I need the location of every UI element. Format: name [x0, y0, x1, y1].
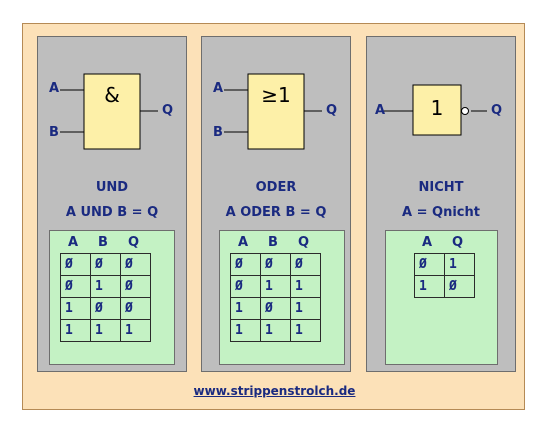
table-row: Ø Ø Ø [60, 253, 151, 276]
table-cell: 1 [230, 319, 261, 342]
table-row: 1 Ø [414, 275, 475, 298]
or-gate-panel: A B Q ≥1 ODER A ODER B = Q A B Q Ø Ø Ø Ø… [201, 36, 351, 372]
header-a: A [422, 235, 433, 250]
table-row: 1 1 1 [230, 319, 321, 342]
gate-name: NICHT [418, 180, 464, 195]
table-cell: Ø [90, 297, 121, 320]
output-q-label: Q [162, 103, 174, 118]
and-gate-symbol [60, 73, 158, 150]
table-cell: 1 [290, 319, 321, 342]
truth-table-box: A Q Ø 1 1 Ø [385, 230, 498, 365]
header-q: Q [452, 235, 464, 250]
table-row: Ø 1 Ø [60, 275, 151, 298]
header-b: B [268, 235, 278, 250]
table-cell: Ø [60, 253, 91, 276]
table-cell: Ø [290, 253, 321, 276]
table-cell: Ø [60, 275, 91, 298]
table-cell: Ø [120, 275, 151, 298]
truth-table: Ø 1 1 Ø [414, 253, 475, 298]
and-gate-panel: A B Q & UND A UND B = Q A B Q Ø Ø Ø Ø 1 … [37, 36, 187, 372]
table-cell: 1 [90, 319, 121, 342]
table-cell: 1 [230, 297, 261, 320]
output-q-label: Q [326, 103, 338, 118]
table-row: 1 1 1 [60, 319, 151, 342]
table-cell: Ø [260, 297, 291, 320]
table-row: 1 Ø Ø [60, 297, 151, 320]
truth-table-box: A B Q Ø Ø Ø Ø 1 1 1 Ø 1 [219, 230, 345, 365]
table-row: 1 Ø 1 [230, 297, 321, 320]
not-symbol: 1 [430, 96, 444, 120]
and-symbol: & [104, 83, 120, 107]
table-cell: 1 [290, 297, 321, 320]
input-a-label: A [375, 103, 386, 118]
table-cell: 1 [414, 275, 445, 298]
gate-equation: A UND B = Q [65, 205, 159, 220]
truth-table: Ø Ø Ø Ø 1 1 1 Ø 1 1 1 1 [230, 253, 321, 342]
not-gate-panel: A Q 1 NICHT A = Qnicht A Q Ø 1 1 Ø [366, 36, 516, 372]
input-a-label: A [49, 81, 60, 96]
table-cell: 1 [90, 275, 121, 298]
header-b: B [98, 235, 108, 250]
table-row: Ø 1 [414, 253, 475, 276]
table-cell: Ø [230, 253, 261, 276]
table-cell: Ø [230, 275, 261, 298]
output-q-label: Q [491, 103, 503, 118]
header-a: A [238, 235, 249, 250]
gate-name: UND [95, 180, 129, 195]
table-row: Ø Ø Ø [230, 253, 321, 276]
gate-equation: A ODER B = Q [225, 205, 327, 220]
header-q: Q [128, 235, 140, 250]
table-cell: Ø [120, 253, 151, 276]
table-cell: Ø [120, 297, 151, 320]
gate-name: ODER [255, 180, 297, 195]
negation-bubble [461, 107, 469, 115]
table-cell: 1 [60, 297, 91, 320]
table-cell: Ø [260, 253, 291, 276]
input-b-label: B [49, 125, 59, 140]
table-cell: 1 [260, 275, 291, 298]
table-cell: 1 [290, 275, 321, 298]
diagram-frame: A B Q & UND A UND B = Q A B Q Ø Ø Ø Ø 1 … [22, 23, 525, 410]
or-symbol: ≥1 [261, 83, 291, 107]
gate-equation: A = Qnicht [402, 205, 480, 220]
header-q: Q [298, 235, 310, 250]
website-link[interactable]: www.strippenstrolch.de [193, 384, 356, 398]
table-cell: 1 [260, 319, 291, 342]
table-row: Ø 1 1 [230, 275, 321, 298]
table-cell: 1 [120, 319, 151, 342]
input-a-label: A [213, 81, 224, 96]
table-cell: Ø [414, 253, 445, 276]
or-gate-symbol [224, 73, 322, 150]
table-cell: Ø [90, 253, 121, 276]
table-cell: Ø [444, 275, 475, 298]
truth-table: Ø Ø Ø Ø 1 Ø 1 Ø Ø 1 1 1 [60, 253, 151, 342]
not-gate-symbol [383, 84, 487, 136]
table-cell: 1 [444, 253, 475, 276]
table-cell: 1 [60, 319, 91, 342]
input-b-label: B [213, 125, 223, 140]
header-a: A [68, 235, 79, 250]
truth-table-box: A B Q Ø Ø Ø Ø 1 Ø 1 Ø Ø [49, 230, 175, 365]
